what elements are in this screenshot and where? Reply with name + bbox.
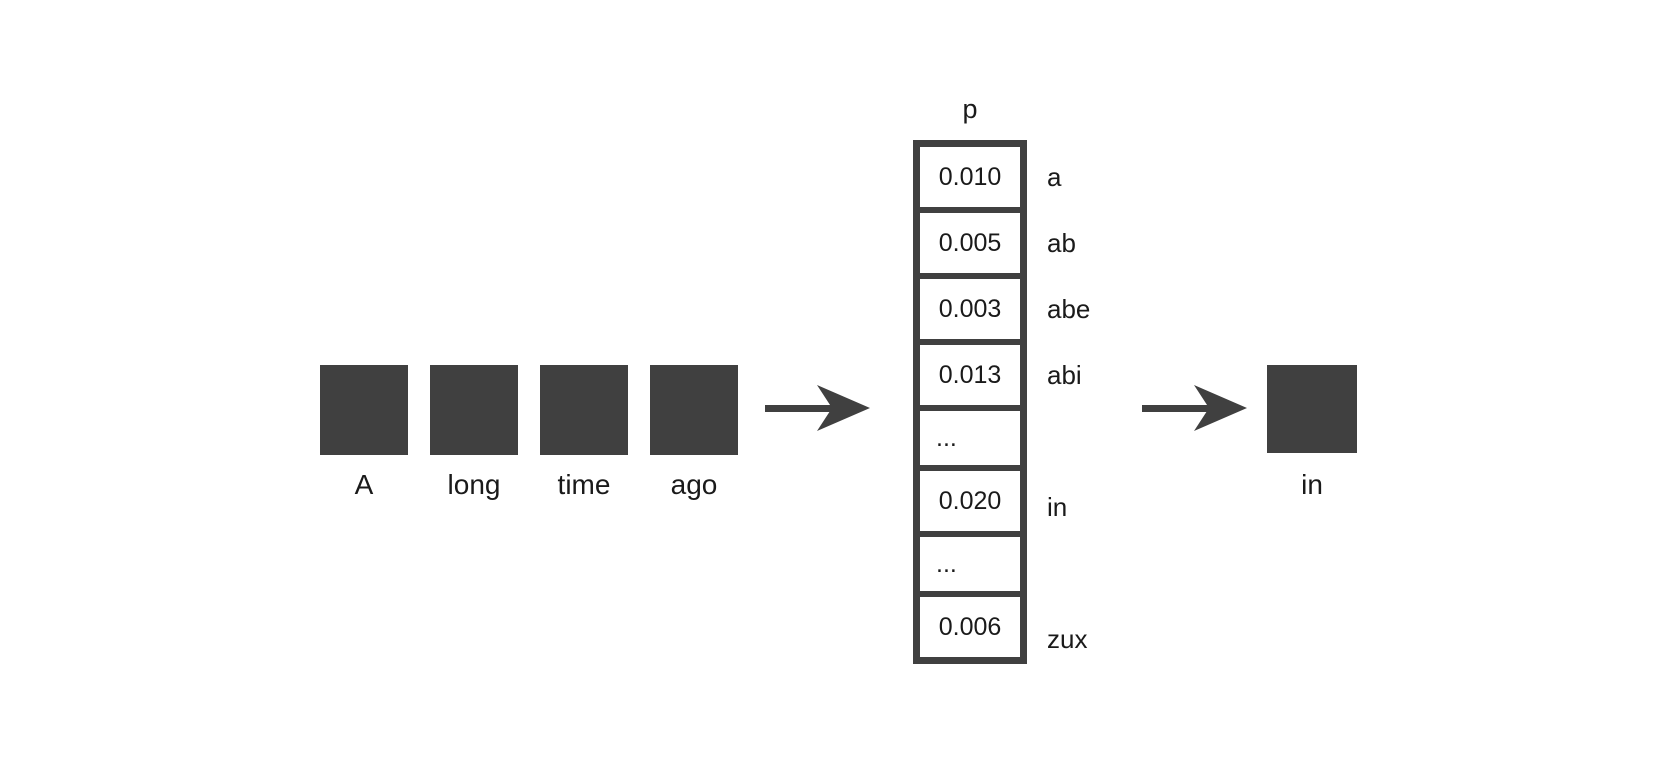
input-token-label: ago (670, 469, 718, 500)
probability-cell-ellipsis: ... (920, 531, 1020, 591)
input-token-label: long (447, 469, 501, 500)
vocabulary-label: abi (1047, 360, 1082, 390)
vocabulary-label: ab (1047, 228, 1076, 258)
right-arrow-icon (765, 385, 870, 431)
input-token-block (320, 365, 408, 455)
probability-cell: 0.010 (920, 147, 1020, 207)
vocabulary-label: abe (1047, 294, 1091, 324)
probability-cell: 0.013 (920, 339, 1020, 405)
probability-cell: 0.020 (920, 465, 1020, 531)
probability-column-header: p (962, 94, 978, 124)
vocabulary-label: zux (1047, 624, 1088, 654)
probability-cell-ellipsis: ... (920, 405, 1020, 465)
input-token-block (540, 365, 628, 455)
vocabulary-label (1047, 411, 1090, 471)
input-token-block (430, 365, 518, 455)
output-token-label: in (1301, 469, 1323, 500)
probability-cell: 0.005 (920, 207, 1020, 273)
input-token-label: A (354, 469, 374, 500)
vocabulary-label: a (1047, 162, 1062, 192)
right-arrow-icon (1142, 385, 1247, 431)
vocabulary-labels: a ab abe abi in zux (1047, 147, 1090, 675)
vocabulary-label: in (1047, 492, 1068, 522)
output-token-block (1267, 365, 1357, 453)
input-token-label: time (557, 469, 611, 500)
input-token-block (650, 365, 738, 455)
probability-cell: 0.003 (920, 273, 1020, 339)
vocabulary-label (1047, 543, 1090, 603)
probability-table: 0.010 0.005 0.003 0.013 ... 0.020 ... 0.… (913, 140, 1027, 664)
probability-cell: 0.006 (920, 591, 1020, 657)
